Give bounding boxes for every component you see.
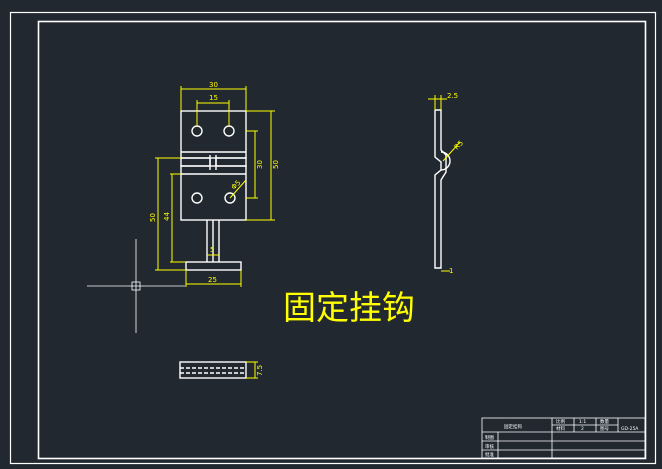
- dim-height-right: 50: [272, 160, 280, 169]
- tb-header-5: 2: [581, 426, 584, 432]
- side-bend-arc: [440, 151, 451, 171]
- dim-hole-diameter: Φ5: [230, 179, 243, 192]
- outer-frame: [9, 11, 657, 465]
- upper-plate-outline: [180, 110, 247, 159]
- base-plate: [185, 261, 242, 271]
- tb-row-label-2: 审核: [485, 443, 494, 450]
- drawing-title: 固定挂钩: [283, 288, 415, 327]
- tb-row-label-1: 制图: [485, 434, 494, 441]
- hole-top-left: [191, 125, 203, 137]
- inner-frame: [37, 20, 647, 460]
- hinge-tab-right: [215, 157, 247, 167]
- tb-drawing-no: GD-25A: [621, 426, 639, 432]
- dim-height-inner: 44: [163, 212, 171, 221]
- side-profile: [434, 109, 447, 269]
- tb-row-label-3: 批准: [485, 451, 494, 458]
- tb-header-2: 1:1: [579, 419, 586, 425]
- dim-height-left: 50: [149, 213, 157, 222]
- dim-width-total: 30: [209, 81, 218, 89]
- bottom-dimensions: 7.5: [246, 361, 264, 379]
- tb-header-4: 材料: [556, 425, 565, 432]
- crosshair-cursor: [87, 239, 185, 333]
- dim-base-width: 25: [208, 276, 217, 284]
- bottom-outline: [179, 361, 247, 379]
- side-view: [434, 109, 451, 269]
- front-dimensions: 30 15 30 50 50 44 Φ5 5 25: [149, 81, 280, 287]
- dim-bottom-height: 7.5: [256, 365, 264, 376]
- dim-bottom: 1: [449, 267, 453, 275]
- dim-height-upper: 30: [256, 160, 264, 169]
- tb-header-3: 数量: [600, 418, 609, 425]
- dim-thickness: 2.5: [447, 92, 458, 100]
- hinge-tab-left: [180, 157, 211, 167]
- tb-header-6: 图号: [600, 426, 609, 432]
- hole-bottom-left: [191, 192, 203, 204]
- tb-part-name: 固定挂钩: [504, 423, 522, 430]
- dim-hole-spacing: 15: [209, 94, 218, 102]
- side-dimensions: 2.5 R5 1: [428, 92, 465, 275]
- dim-radius: R5: [453, 139, 465, 151]
- hole-bottom-right: [224, 192, 236, 204]
- tb-header-1: 比例: [556, 418, 565, 425]
- title-block: 固定挂钩 制图 审核 批准 比例 1:1 数量 材料 2 图号 GD-25A: [481, 417, 646, 459]
- hole-top-right: [223, 125, 235, 137]
- dim-neck: 5: [210, 246, 214, 254]
- bottom-view: [179, 361, 247, 379]
